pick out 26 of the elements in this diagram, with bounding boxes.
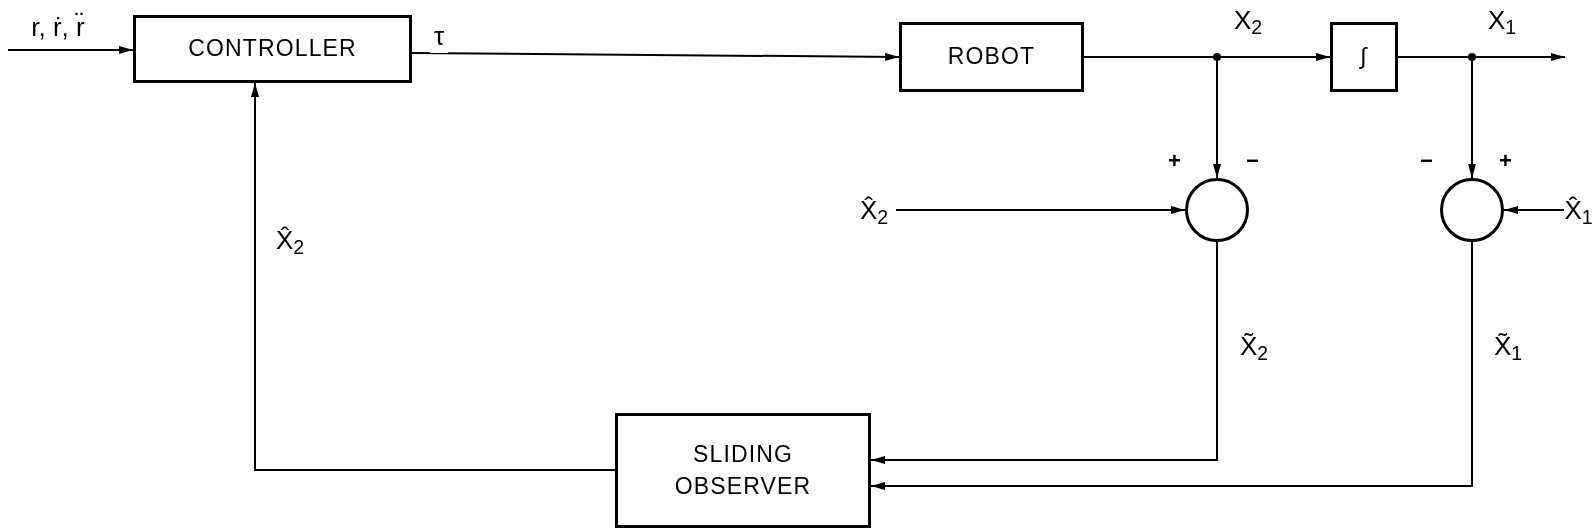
block xyxy=(899,22,1084,92)
arrow xyxy=(7,46,134,54)
arrow xyxy=(870,241,1473,490)
arrow xyxy=(1503,206,1565,214)
arrow xyxy=(870,241,1218,464)
block-label: ROBOT xyxy=(946,42,1037,72)
sign-label: − xyxy=(1420,150,1433,172)
block-label: CONTROLLER xyxy=(187,34,358,64)
block xyxy=(133,15,412,83)
block xyxy=(1330,22,1398,92)
block xyxy=(615,413,871,528)
arrow xyxy=(251,82,616,471)
sign-label: + xyxy=(1499,150,1512,172)
arrow xyxy=(1397,56,1476,179)
signal-label: X̂$_{2}$ xyxy=(852,188,896,232)
signal-label: r, ṙ, r̈ xyxy=(8,4,108,50)
arrow xyxy=(1083,56,1221,179)
block-label: ∫ xyxy=(1358,42,1369,72)
block-label: SLIDING OBSERVER xyxy=(673,440,813,501)
sign-label: + xyxy=(1168,150,1181,172)
summing-junction xyxy=(1440,178,1504,242)
arrow xyxy=(411,52,900,61)
arrow xyxy=(895,206,1186,214)
sign-label: − xyxy=(1246,150,1259,172)
signal-label: X̂$_{1}$ xyxy=(1564,188,1593,232)
summing-junction xyxy=(1185,178,1249,242)
